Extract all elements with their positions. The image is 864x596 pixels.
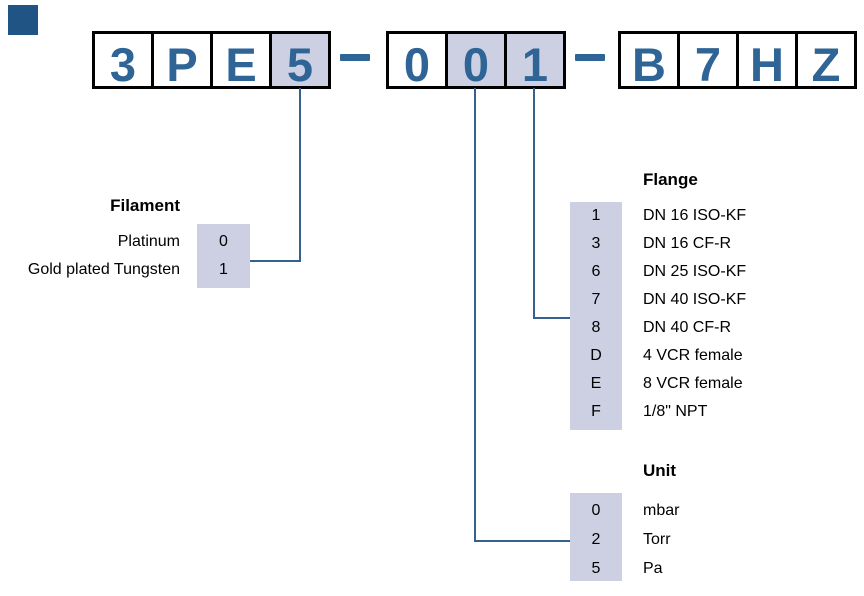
flange-option-label: DN 40 CF-R (643, 319, 732, 336)
filament-title: Filament (110, 196, 180, 215)
unit-code-cell: 5 (591, 560, 601, 577)
flange-code-column: 1 3 6 7 8 D E F (570, 202, 622, 430)
leader-line-unit-horizontal (474, 540, 570, 542)
flange-code-cell: 1 (591, 207, 601, 224)
filament-option-label: Platinum (117, 233, 180, 250)
flange-code-cell: F (591, 403, 601, 420)
dash-separator (340, 54, 370, 61)
code-cell: 7 (677, 31, 739, 89)
leader-line-filament-horizontal (250, 260, 301, 262)
code-cell: E (210, 31, 272, 89)
code-char: 0 (462, 37, 490, 91)
flange-code-cell: D (590, 347, 602, 364)
dash-separator (575, 54, 605, 61)
code-char: 0 (403, 37, 431, 91)
filament-code-cell: 0 (219, 233, 228, 250)
filament-code-cell: 1 (219, 261, 228, 278)
code-cell: H (736, 31, 798, 89)
leader-line-filament-vertical (299, 88, 301, 262)
code-cell-highlighted: 0 (445, 31, 507, 89)
code-char: 7 (694, 37, 722, 91)
unit-option-label: mbar (643, 502, 680, 519)
flange-option-label: 8 VCR female (643, 375, 743, 392)
unit-title: Unit (643, 461, 677, 480)
filament-option-label: Gold plated Tungsten (27, 261, 180, 278)
code-char: E (225, 37, 257, 91)
code-cell: P (151, 31, 213, 89)
leader-line-flange-horizontal (533, 317, 570, 319)
flange-option-label: 4 VCR female (643, 347, 743, 364)
code-cell: 3 (92, 31, 154, 89)
code-char: P (166, 37, 198, 91)
corner-square-decoration (8, 5, 38, 35)
leader-line-unit-vertical (474, 88, 476, 542)
code-char: 3 (109, 37, 137, 91)
code-cell: 0 (386, 31, 448, 89)
unit-code-cell: 2 (591, 531, 601, 548)
flange-code-cell: 6 (591, 263, 601, 280)
code-group-2: 0 0 1 (386, 31, 566, 89)
code-group-1: 3 P E 5 (92, 31, 331, 89)
flange-label-column: DN 16 ISO-KF DN 16 CF-R DN 25 ISO-KF DN … (643, 202, 746, 426)
code-char: H (750, 37, 784, 91)
flange-code-cell: 7 (591, 291, 601, 308)
code-group-3: B 7 H Z (618, 31, 857, 89)
code-cell: B (618, 31, 680, 89)
unit-code-cell: 0 (591, 502, 601, 519)
code-char: 1 (521, 37, 549, 91)
unit-option-label: Pa (643, 560, 663, 577)
filament-code-column: 0 1 (197, 224, 250, 288)
code-cell-highlighted: 5 (269, 31, 331, 89)
code-char: Z (811, 37, 841, 91)
code-char: B (632, 37, 666, 91)
flange-code-cell: 3 (591, 235, 601, 252)
flange-code-cell: E (590, 375, 602, 392)
flange-option-label: DN 16 CF-R (643, 235, 732, 252)
leader-line-flange-vertical (533, 88, 535, 319)
code-char: 5 (286, 37, 314, 91)
unit-option-label: Torr (643, 531, 671, 548)
flange-option-label: DN 40 ISO-KF (643, 291, 747, 308)
flange-option-label: 1/8" NPT (643, 403, 708, 420)
flange-option-label: DN 16 ISO-KF (643, 207, 747, 224)
unit-label-column: mbar Torr Pa (643, 493, 679, 583)
flange-title: Flange (643, 170, 698, 189)
code-cell-highlighted: 1 (504, 31, 566, 89)
flange-code-cell: 8 (591, 319, 601, 336)
code-cell: Z (795, 31, 857, 89)
unit-code-column: 0 2 5 (570, 493, 622, 581)
flange-option-label: DN 25 ISO-KF (643, 263, 747, 280)
